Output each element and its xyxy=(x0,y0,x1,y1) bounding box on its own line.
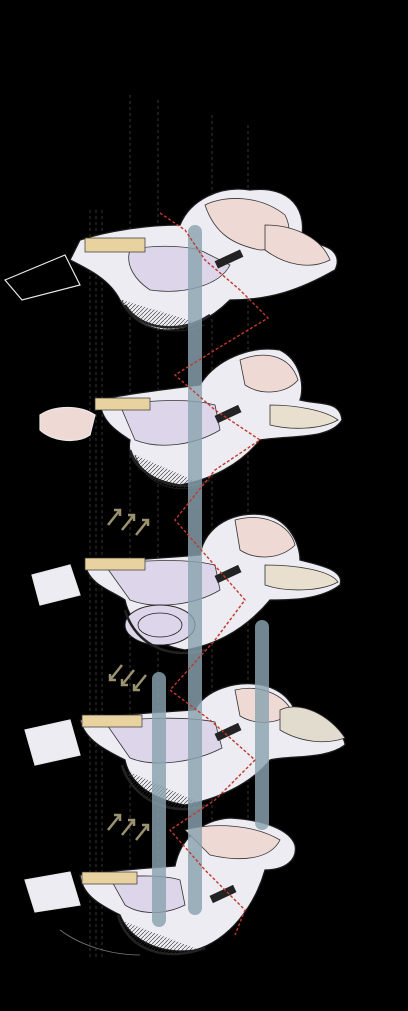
circulation-path-line xyxy=(159,212,270,936)
airflow-arrow-icon xyxy=(107,813,150,841)
airflow-arrow-icon xyxy=(108,664,147,692)
vertical-core-column-right xyxy=(255,620,269,830)
vertical-core-column-main xyxy=(188,225,202,915)
level-1 xyxy=(4,188,338,332)
level-4 xyxy=(24,683,346,811)
level-5 xyxy=(24,817,297,956)
vertical-core-columns xyxy=(152,225,269,927)
vertical-core-column-left xyxy=(152,672,166,927)
airflow-arrow-icon xyxy=(107,508,150,536)
level-3 xyxy=(31,513,342,655)
